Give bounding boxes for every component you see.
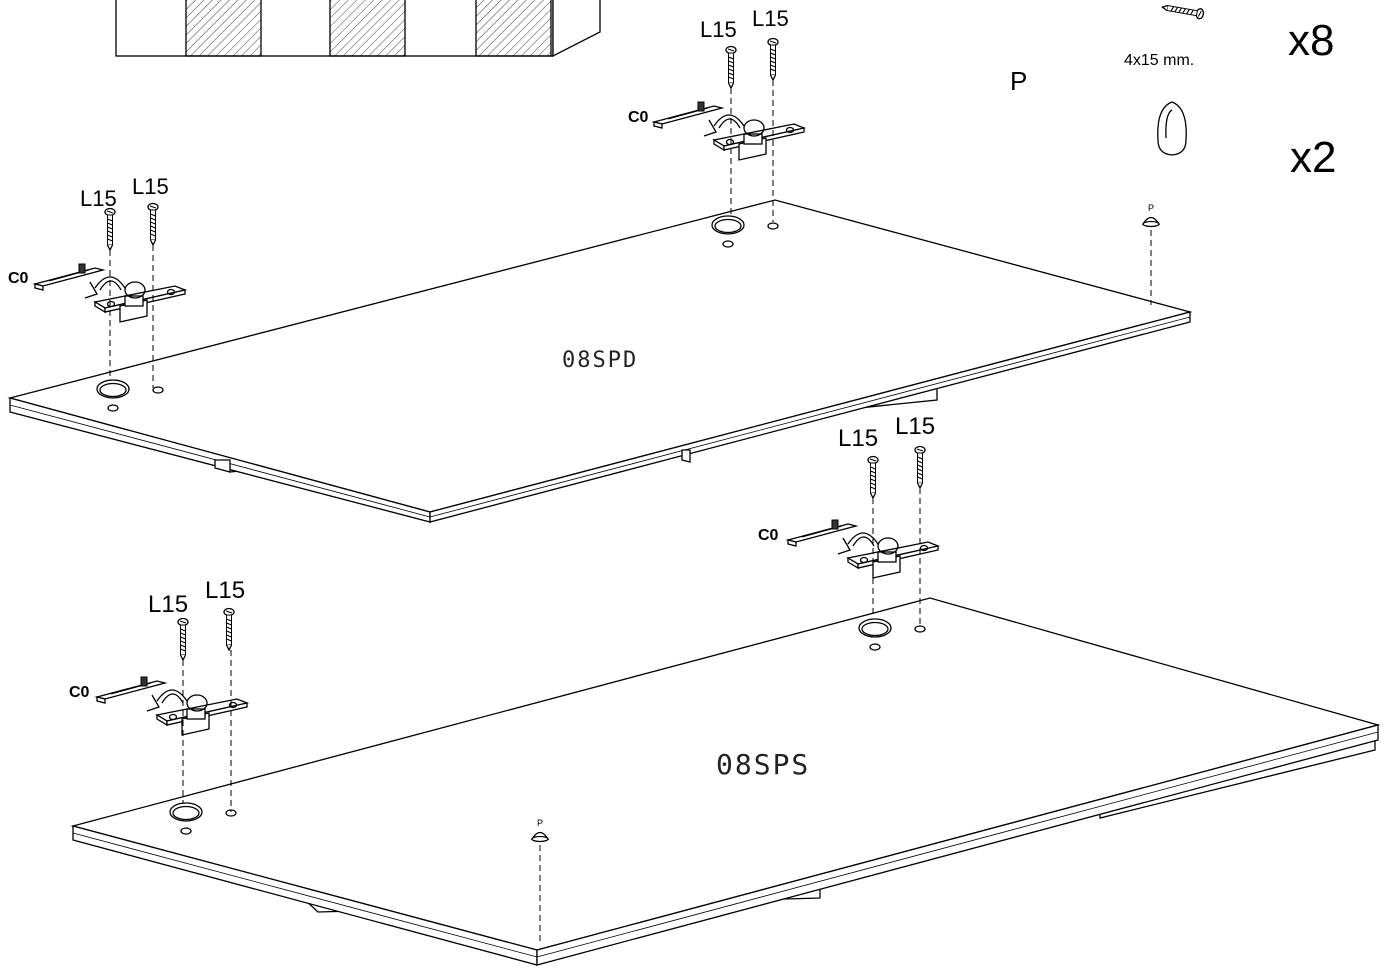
screw-icon <box>867 455 879 499</box>
screw-icon <box>914 445 926 489</box>
screw-label: L15 <box>205 577 245 604</box>
screw-label: L15 <box>838 425 878 452</box>
hinge-label: C0 <box>8 270 29 287</box>
hinge-group-lower-right: L15 L15 C0 <box>758 413 939 651</box>
hinge-group-upper-left: L15 L15 C0 <box>8 174 186 412</box>
screw-icon <box>104 207 116 251</box>
screw-label: L15 <box>700 17 737 42</box>
screw-label: L15 <box>895 413 935 440</box>
screw-label: L15 <box>132 174 169 199</box>
pad-label: P <box>1148 203 1154 213</box>
hardware-legend: 4x15 mm. x8 P x2 <box>1010 1 1336 182</box>
pad-legend-icon <box>1157 101 1187 156</box>
screw-label: L15 <box>752 6 789 31</box>
hinge-group-lower-left: L15 L15 C0 <box>69 577 248 835</box>
hinge-icon <box>96 676 248 736</box>
screw-label: L15 <box>148 591 188 618</box>
screw-legend-icon <box>1160 1 1205 20</box>
screw-size-label: 4x15 mm. <box>1124 52 1194 69</box>
pad-icon <box>1142 216 1160 228</box>
screw-icon <box>767 37 779 81</box>
cabinet-fragment <box>115 0 601 58</box>
hinge-icon <box>653 101 805 161</box>
hinge-label: C0 <box>628 109 649 126</box>
door-panel-lower: 08SPS <box>70 597 1381 966</box>
pad-lower: P <box>531 818 549 945</box>
screw-label: L15 <box>80 186 117 211</box>
door-panel-upper: 08SPD <box>7 199 1193 523</box>
hinge-label: C0 <box>758 527 779 544</box>
screw-icon <box>725 45 737 89</box>
panel-code-lower: 08SPS <box>716 748 810 781</box>
hinge-group-upper-right: L15 L15 C0 <box>628 6 805 248</box>
hinge-label: C0 <box>69 684 90 701</box>
screw-icon <box>223 607 235 651</box>
hinge-icon <box>787 519 939 579</box>
screw-icon <box>177 617 189 661</box>
pad-legend-letter: P <box>1010 66 1027 96</box>
panel-code-upper: 08SPD <box>562 348 638 373</box>
pad-label: P <box>537 818 543 828</box>
screw-icon <box>147 202 159 246</box>
pad-upper: P <box>1142 203 1160 305</box>
screw-quantity: x8 <box>1288 16 1334 65</box>
pad-quantity: x2 <box>1290 133 1336 182</box>
